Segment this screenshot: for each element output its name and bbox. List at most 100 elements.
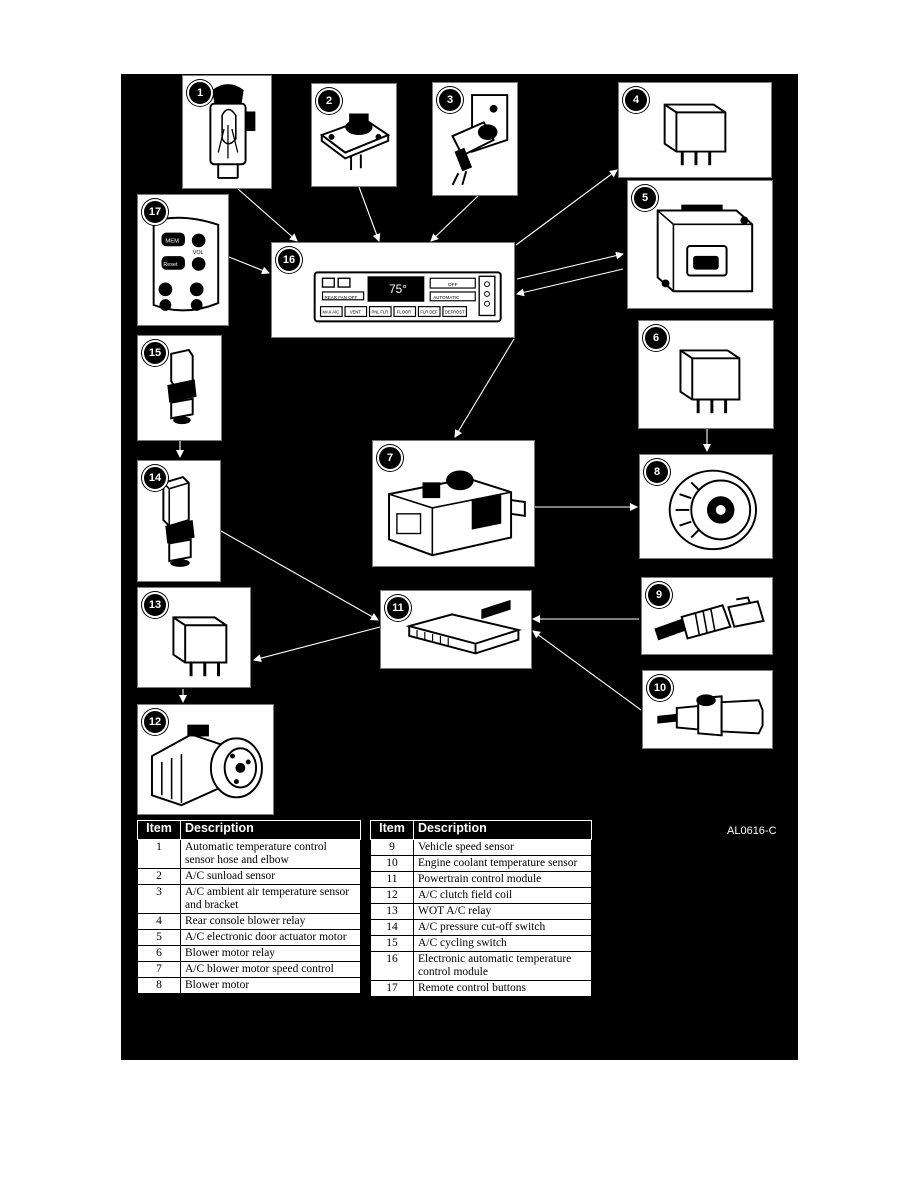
component-13-panel: 13	[137, 587, 251, 688]
remote-label-vol: VOL	[193, 250, 204, 256]
item-badge: 6	[643, 325, 669, 351]
blower-motor-icon	[668, 469, 758, 551]
arrow-3-to-16	[430, 195, 479, 242]
component-7-panel: 7	[372, 440, 535, 567]
component-3-panel: 3	[432, 82, 518, 196]
arrow-11-to-13	[253, 626, 381, 663]
arrow-10-to-11	[532, 630, 642, 711]
button-rear-fan-off: REAR FAN OFF	[324, 295, 357, 300]
button-pnl-flr: PNL FLR	[371, 310, 388, 315]
arrow-16-to-7	[454, 338, 515, 438]
legend-item-description: A/C clutch field coil	[413, 887, 592, 904]
legend-item-number: 5	[137, 929, 181, 946]
item-badge: 1	[187, 80, 213, 106]
button-vent: VENT	[350, 310, 361, 315]
legend-header-row: Item Description	[137, 820, 361, 840]
legend-header-item: Item	[370, 820, 414, 840]
legend-item-description: WOT A/C relay	[413, 903, 592, 920]
arrow-16-to-5	[516, 251, 624, 280]
blower-speed-control-icon	[388, 470, 526, 557]
speed-sensor-icon	[654, 596, 765, 641]
button-floor: FLOOR	[397, 310, 411, 315]
legend-item-number: 1	[137, 839, 181, 869]
legend-item-number: 7	[137, 961, 181, 978]
legend-item-number: 9	[370, 839, 414, 856]
legend-item-description: Automatic temperature control sensor hos…	[180, 839, 361, 869]
coolant-temp-sensor-icon	[657, 694, 764, 737]
connection-arrows	[176, 169, 711, 711]
legend-item-number: 17	[370, 980, 414, 997]
component-15-panel: 15	[137, 335, 222, 441]
item-badge: 3	[437, 87, 463, 113]
ac-clutch-compressor-icon	[151, 724, 263, 807]
component-2-panel: 2	[311, 83, 397, 187]
figure-reference-code: AL0616-C	[727, 825, 777, 837]
item-badge: 7	[377, 445, 403, 471]
item-badge: 17	[142, 199, 168, 225]
item-badge: 8	[644, 459, 670, 485]
door-actuator-motor-icon	[656, 204, 754, 293]
component-17-panel: MEM Reset VOL TEMP FAN 17	[137, 194, 229, 326]
button-flr-def: FLR DEF	[420, 310, 438, 315]
component-12-panel: 12	[137, 704, 274, 815]
item-badge: 12	[142, 709, 168, 735]
remote-label-temp: TEMP	[158, 295, 172, 301]
relay-icon	[679, 349, 741, 414]
component-location-figure: 1 2 3 4	[121, 74, 798, 1060]
sunload-sensor-icon	[319, 113, 391, 171]
component-5-panel: 5	[627, 180, 773, 309]
legend-header-description: Description	[180, 820, 361, 840]
legend-item-description: Powertrain control module	[413, 871, 592, 888]
display-temperature: 75°	[389, 283, 407, 296]
item-badge: 14	[142, 465, 168, 491]
legend-item-number: 12	[370, 887, 414, 904]
item-badge: 2	[316, 88, 342, 114]
legend-item-description: Engine coolant temperature sensor	[413, 855, 592, 872]
remote-buttons-icon: MEM Reset VOL TEMP FAN	[152, 216, 220, 312]
legend-item-description: Rear console blower relay	[180, 913, 361, 930]
legend-item-description: A/C blower motor speed control	[180, 961, 361, 978]
item-badge: 5	[632, 185, 658, 211]
legend-header-row: Item Description	[370, 820, 592, 840]
climate-control-module-icon: 75° REAR FAN OFF OFF AUTOMATIC MAX A/C V…	[313, 271, 502, 323]
item-badge: 10	[647, 675, 673, 701]
hose-elbow-sensor-icon	[209, 84, 256, 179]
component-4-panel: 4	[618, 82, 772, 178]
button-max-ac: MAX A/C	[323, 310, 340, 315]
component-8-panel: 8	[639, 454, 773, 559]
item-badge: 16	[276, 247, 302, 273]
legend-item-description: Blower motor relay	[180, 945, 361, 962]
item-badge: 4	[623, 87, 649, 113]
legend-item-number: 4	[137, 913, 181, 930]
powertrain-module-icon	[405, 599, 523, 655]
legend-item-description: Vehicle speed sensor	[413, 839, 592, 856]
component-9-panel: 9	[641, 577, 773, 655]
button-off: OFF	[448, 282, 458, 288]
item-badge: 11	[385, 595, 411, 621]
legend-item-number: 8	[137, 977, 181, 994]
legend-item-description: A/C electronic door actuator motor	[180, 929, 361, 946]
ambient-sensor-bracket-icon	[451, 94, 509, 186]
legend-item-description: Electronic automatic temperature control…	[413, 951, 592, 981]
remote-button-mem: MEM	[165, 238, 179, 244]
component-11-panel: 11	[380, 590, 532, 669]
remote-label-fan: FAN	[191, 295, 201, 301]
component-1-panel: 1	[182, 75, 272, 189]
legend-item-description: Remote control buttons	[413, 980, 592, 997]
arrow-5-to-16	[516, 268, 624, 297]
arrow-17-to-16	[228, 256, 270, 275]
legend-item-number: 3	[137, 884, 181, 914]
